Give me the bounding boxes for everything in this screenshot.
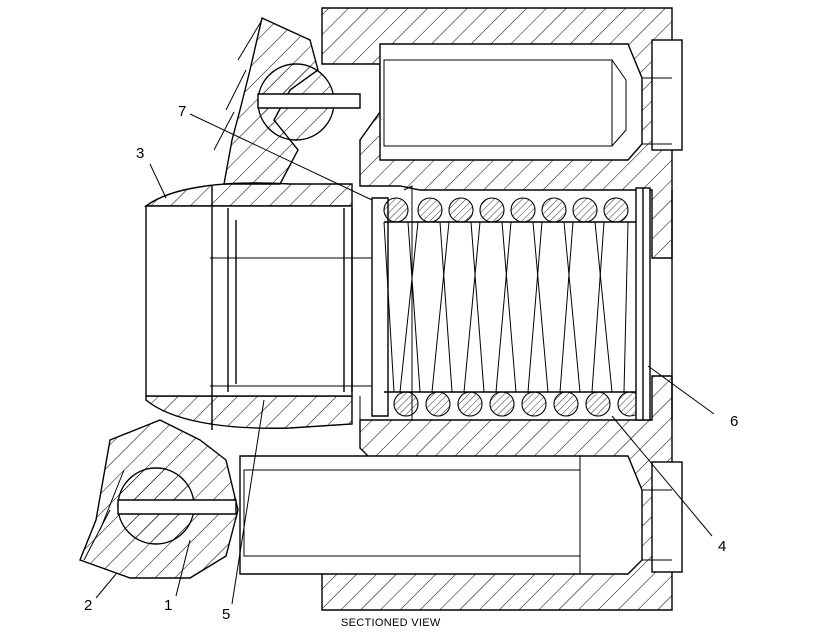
left-sleeve xyxy=(143,182,380,430)
spring xyxy=(383,197,643,417)
upper-bore xyxy=(379,43,672,161)
lower-ball-joint xyxy=(79,419,239,579)
callout-6: 6 xyxy=(730,413,738,430)
lower-bore xyxy=(239,455,672,575)
caption: SECTIONED VIEW xyxy=(341,617,441,629)
callout-4: 4 xyxy=(718,538,726,555)
leader-lines xyxy=(95,113,715,605)
callout-5: 5 xyxy=(222,606,230,623)
callout-1: 1 xyxy=(164,597,172,614)
callout-3: 3 xyxy=(136,145,144,162)
retainer-ring xyxy=(359,185,413,421)
callout-7: 7 xyxy=(178,103,186,120)
callout-2: 2 xyxy=(84,597,92,614)
upper-ball-joint xyxy=(213,17,361,185)
end-washer xyxy=(635,187,651,421)
